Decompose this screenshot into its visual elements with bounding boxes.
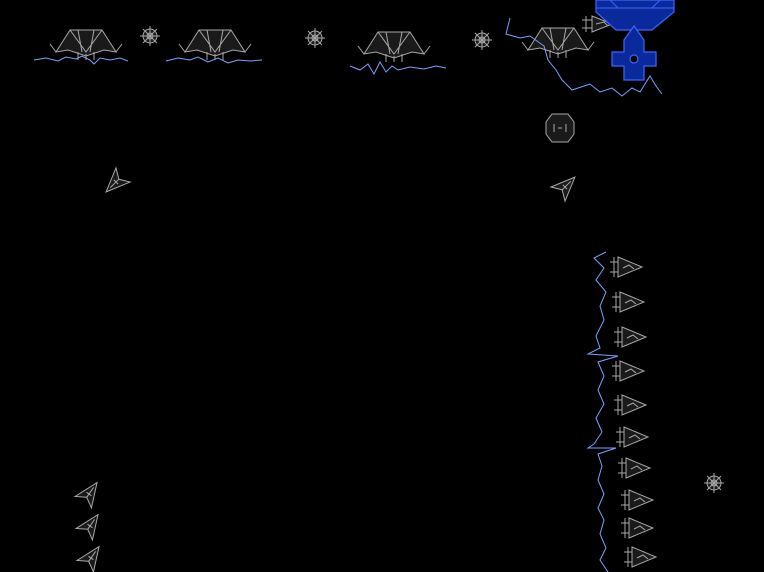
lightning-beam	[33, 55, 129, 65]
fighter-icon	[624, 546, 658, 568]
asteroid-icon	[545, 113, 575, 143]
fighter-icon	[618, 457, 652, 479]
fighter-icon	[614, 394, 648, 416]
enemy-mothership-4	[521, 27, 595, 58]
fighter-icon	[614, 326, 648, 348]
enemy-mothership-2	[178, 29, 252, 60]
arrow-drone-icon	[74, 513, 99, 542]
fighter-icon	[621, 489, 655, 511]
enemy-mothership-1	[49, 29, 123, 60]
space-mine-icon	[704, 473, 724, 493]
enemy-fighter-column	[610, 256, 658, 568]
enemy-fighter	[582, 15, 614, 33]
space-mine-icon	[140, 26, 160, 46]
lightning-beam	[349, 60, 447, 76]
enemy-mothership-3	[357, 31, 431, 62]
arrow-drone-icon	[75, 545, 100, 572]
arrow-drone-icon	[73, 481, 98, 510]
space-mine-icon	[472, 30, 492, 50]
fighter-icon	[616, 426, 650, 448]
lightning-beam	[505, 17, 663, 97]
arrow-drone-icon	[105, 166, 132, 193]
arrow-drone-icon	[549, 176, 576, 203]
fighter-icon	[610, 256, 644, 278]
fighter-icon	[621, 517, 655, 539]
lightning-beam	[586, 251, 619, 572]
lightning-beam	[165, 56, 263, 64]
space-mine-icon	[305, 28, 325, 48]
fighter-icon	[612, 291, 646, 313]
fighter-icon	[612, 360, 646, 382]
player-ship-icon[interactable]	[595, 0, 675, 81]
